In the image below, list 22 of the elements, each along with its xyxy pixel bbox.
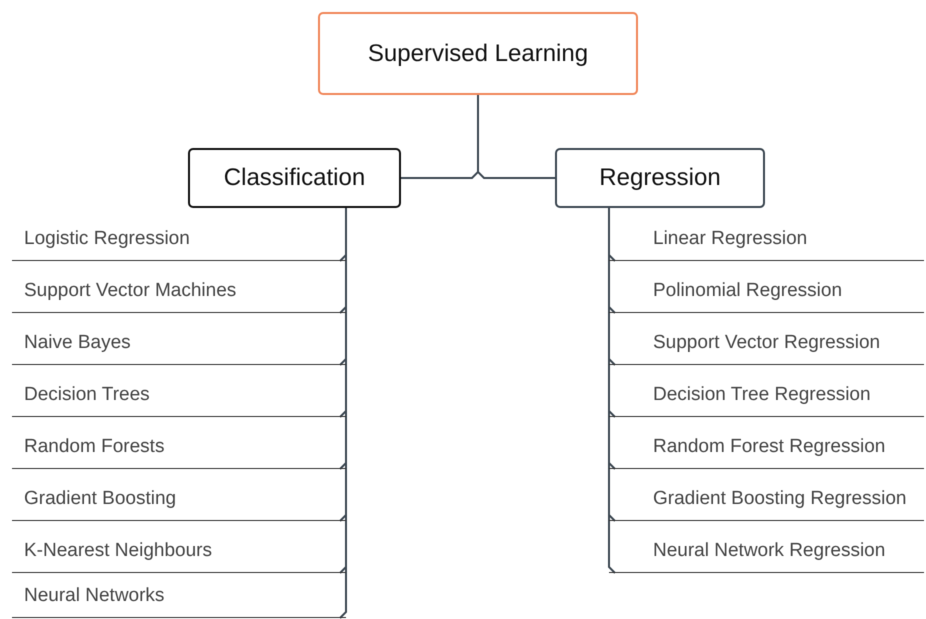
subtopic-label: Gradient Boosting Regression: [653, 488, 906, 510]
subtopic-label: Polinomial Regression: [653, 280, 842, 302]
root-topic-box: [318, 12, 638, 95]
topic-label: Supervised Learning: [368, 40, 588, 68]
subtopic-label: Neural Network Regression: [653, 540, 886, 562]
branch-topic-box: [555, 148, 765, 208]
subtopic-label: Neural Networks: [24, 584, 164, 606]
branch-topic-box: [188, 148, 401, 208]
subtopic-label: Random Forest Regression: [653, 436, 886, 458]
subtopic-label: Random Forests: [24, 436, 164, 458]
subtopic-label: Linear Regression: [653, 228, 808, 250]
subtopic-label: Gradient Boosting: [24, 488, 176, 510]
subtopic-label: Support Vector Regression: [653, 332, 880, 354]
connector-line: [477, 95, 555, 179]
topic-label: Classification: [224, 164, 366, 192]
subtopic-label: Decision Tree Regression: [653, 384, 871, 406]
subtopic-label: K-Nearest Neighbours: [24, 540, 212, 562]
topic-label: Regression: [599, 164, 721, 192]
subtopic-label: Support Vector Machines: [24, 280, 236, 302]
subtopic-label: Logistic Regression: [24, 228, 190, 250]
subtopic-label: Decision Trees: [24, 384, 150, 406]
subtopic-label: Naive Bayes: [24, 332, 131, 354]
